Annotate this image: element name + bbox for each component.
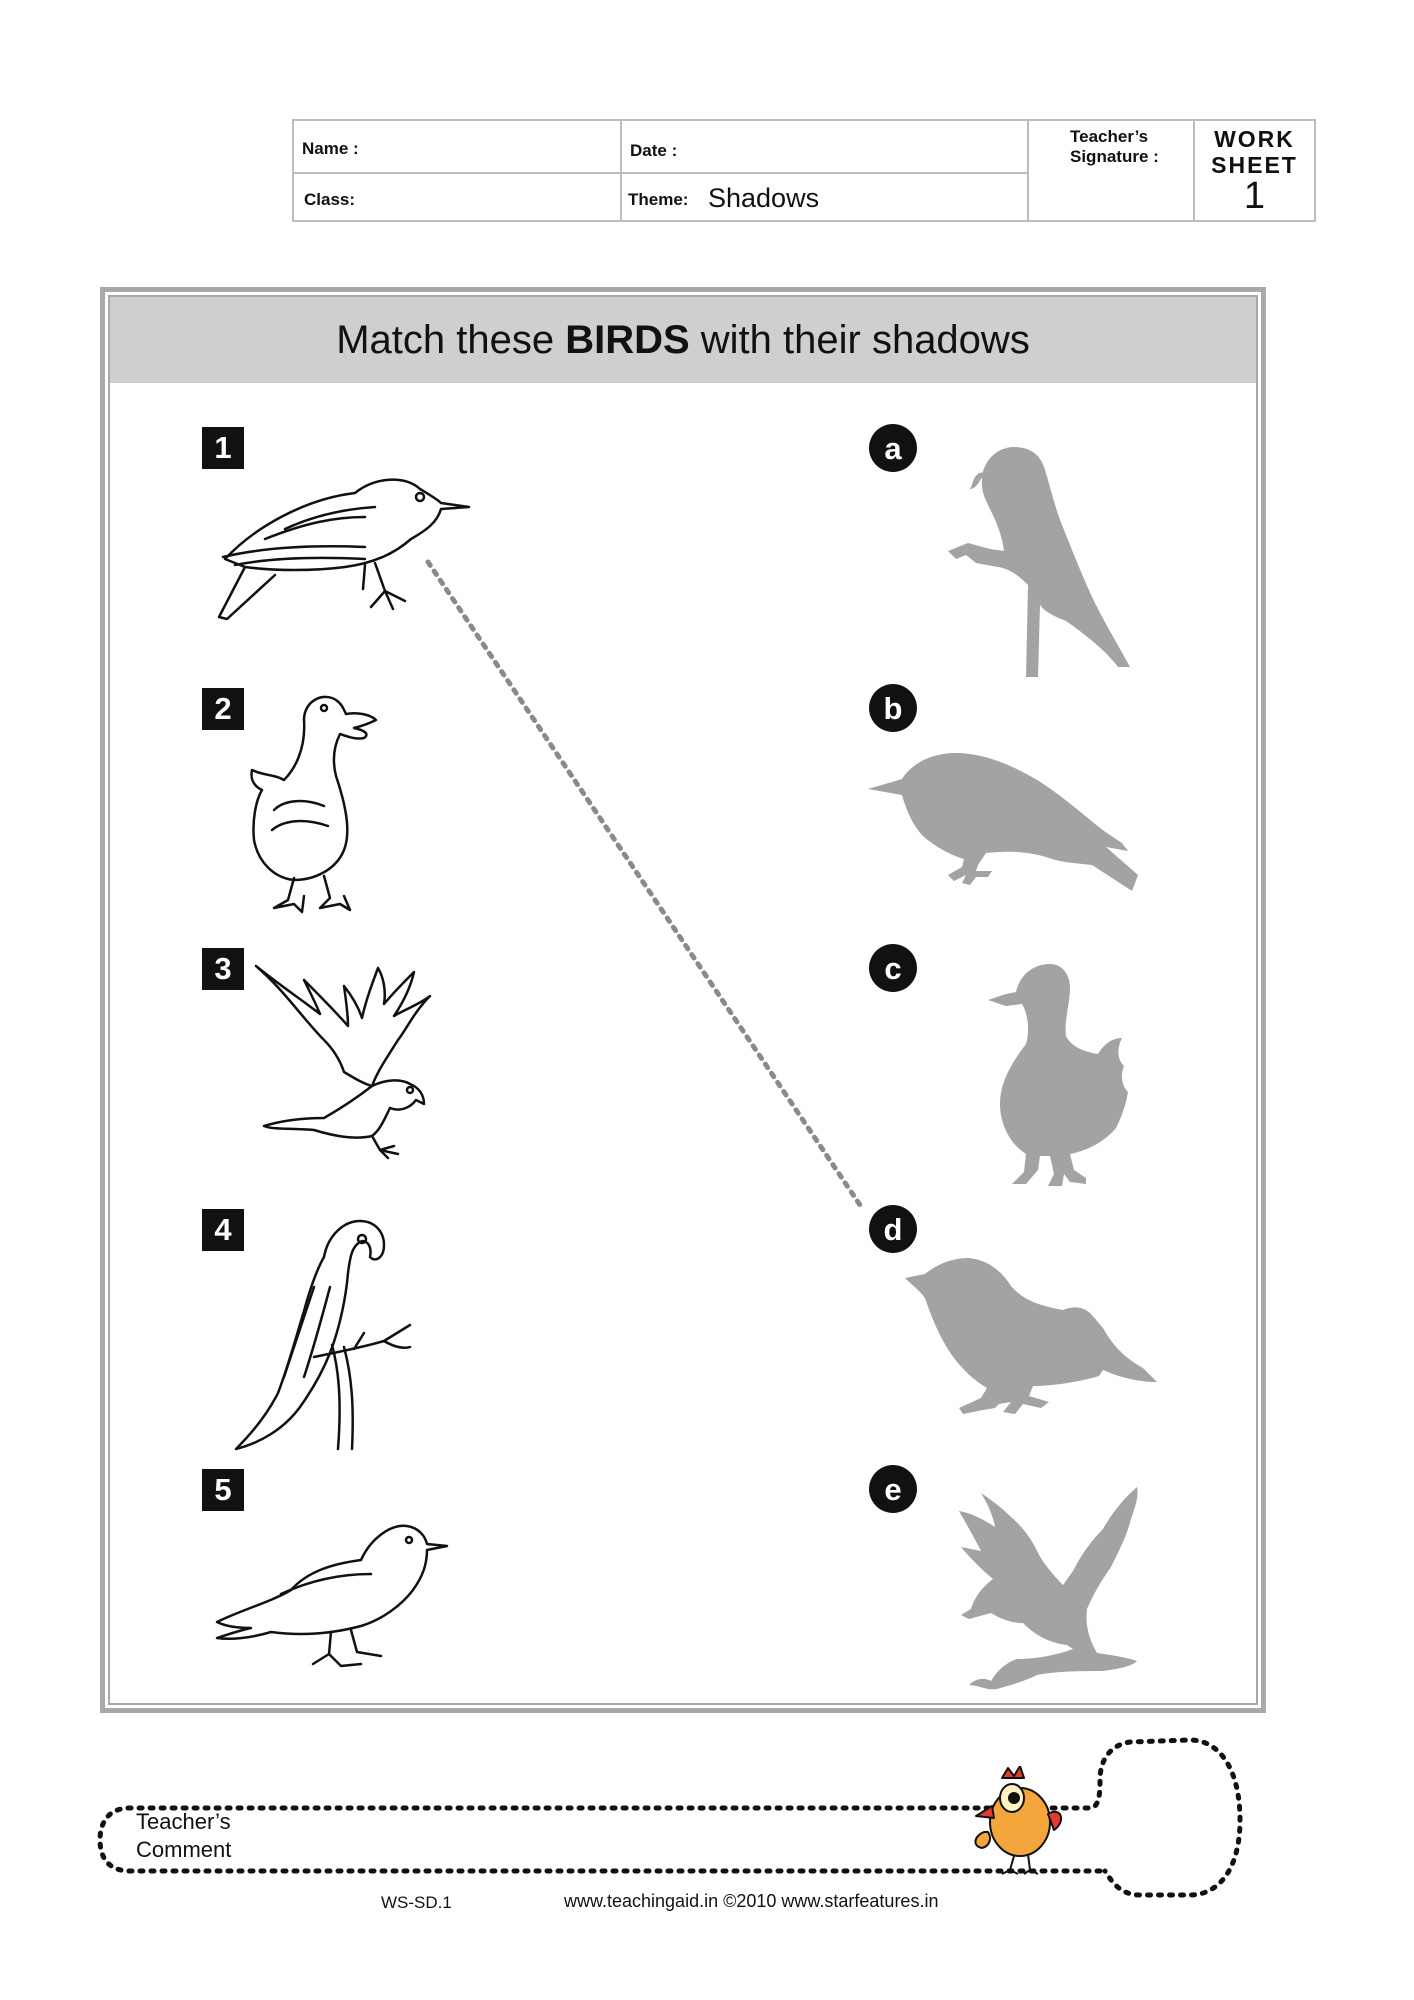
letter-badge-d: d bbox=[869, 1205, 917, 1253]
letter-badge-a: a bbox=[869, 424, 917, 472]
theme-value: Shadows bbox=[708, 183, 820, 213]
theme-label: Theme: bbox=[628, 190, 689, 209]
signature-label-line-2: Signature : bbox=[1070, 147, 1159, 166]
number-badge-5: 5 bbox=[202, 1469, 244, 1511]
parrot-icon bbox=[234, 1219, 412, 1451]
footer-websites: www.teachingaid.in ©2010 www.starfeature… bbox=[564, 1891, 939, 1911]
divider bbox=[1027, 121, 1029, 220]
date-label: Date : bbox=[630, 141, 678, 160]
worksheet-word-1: WORK bbox=[1214, 126, 1295, 152]
number-badge-3: 3 bbox=[202, 948, 244, 990]
worksheet-code: WS-SD.1 bbox=[381, 1893, 452, 1912]
class-label: Class: bbox=[304, 190, 356, 209]
title-suffix: with their shadows bbox=[689, 317, 1030, 362]
comment-line-2: Comment bbox=[136, 1837, 232, 1862]
bird-icon bbox=[217, 478, 471, 621]
letter-badge-c: c bbox=[869, 944, 917, 992]
sparrow-shadow-icon bbox=[905, 1258, 1157, 1414]
bird-shadow-icon bbox=[868, 753, 1138, 891]
worksheet-number: 1 bbox=[1243, 175, 1266, 217]
comment-line-1: Teacher’s bbox=[136, 1809, 231, 1834]
sparrow-icon bbox=[215, 1524, 449, 1668]
worksheet-badge: WORK SHEET 1 bbox=[1195, 121, 1314, 220]
worksheet-title: Match these BIRDS with their shadows bbox=[110, 297, 1256, 383]
duck-shadow-icon bbox=[988, 964, 1128, 1186]
title-prefix: Match these bbox=[336, 317, 566, 362]
eagle-icon bbox=[254, 964, 432, 1160]
number-badge-4: 4 bbox=[202, 1209, 244, 1251]
number-badge-1: 1 bbox=[202, 427, 244, 469]
letter-badge-e: e bbox=[869, 1465, 917, 1513]
divider bbox=[294, 172, 1027, 174]
worksheet-word-2: SHEET bbox=[1211, 152, 1298, 178]
teacher-comment-label: Teacher’s Comment bbox=[136, 1808, 231, 1864]
chick-mascot-icon bbox=[974, 1766, 1063, 1875]
worksheet-frame-inner bbox=[108, 295, 1258, 1705]
number-badge-2: 2 bbox=[202, 688, 244, 730]
divider bbox=[620, 121, 622, 220]
eagle-shadow-icon bbox=[959, 1487, 1138, 1690]
worksheet-header-table: Name : Date : Class: Theme: Shadows Teac… bbox=[292, 119, 1316, 222]
parrot-shadow-icon bbox=[948, 447, 1130, 677]
signature-label-line-1: Teacher’s bbox=[1070, 127, 1149, 146]
name-label: Name : bbox=[302, 139, 359, 158]
letter-badge-b: b bbox=[869, 684, 917, 732]
duck-icon bbox=[250, 695, 378, 914]
divider bbox=[1193, 121, 1195, 220]
worksheet-frame bbox=[100, 287, 1266, 1713]
title-bold: BIRDS bbox=[565, 317, 690, 362]
